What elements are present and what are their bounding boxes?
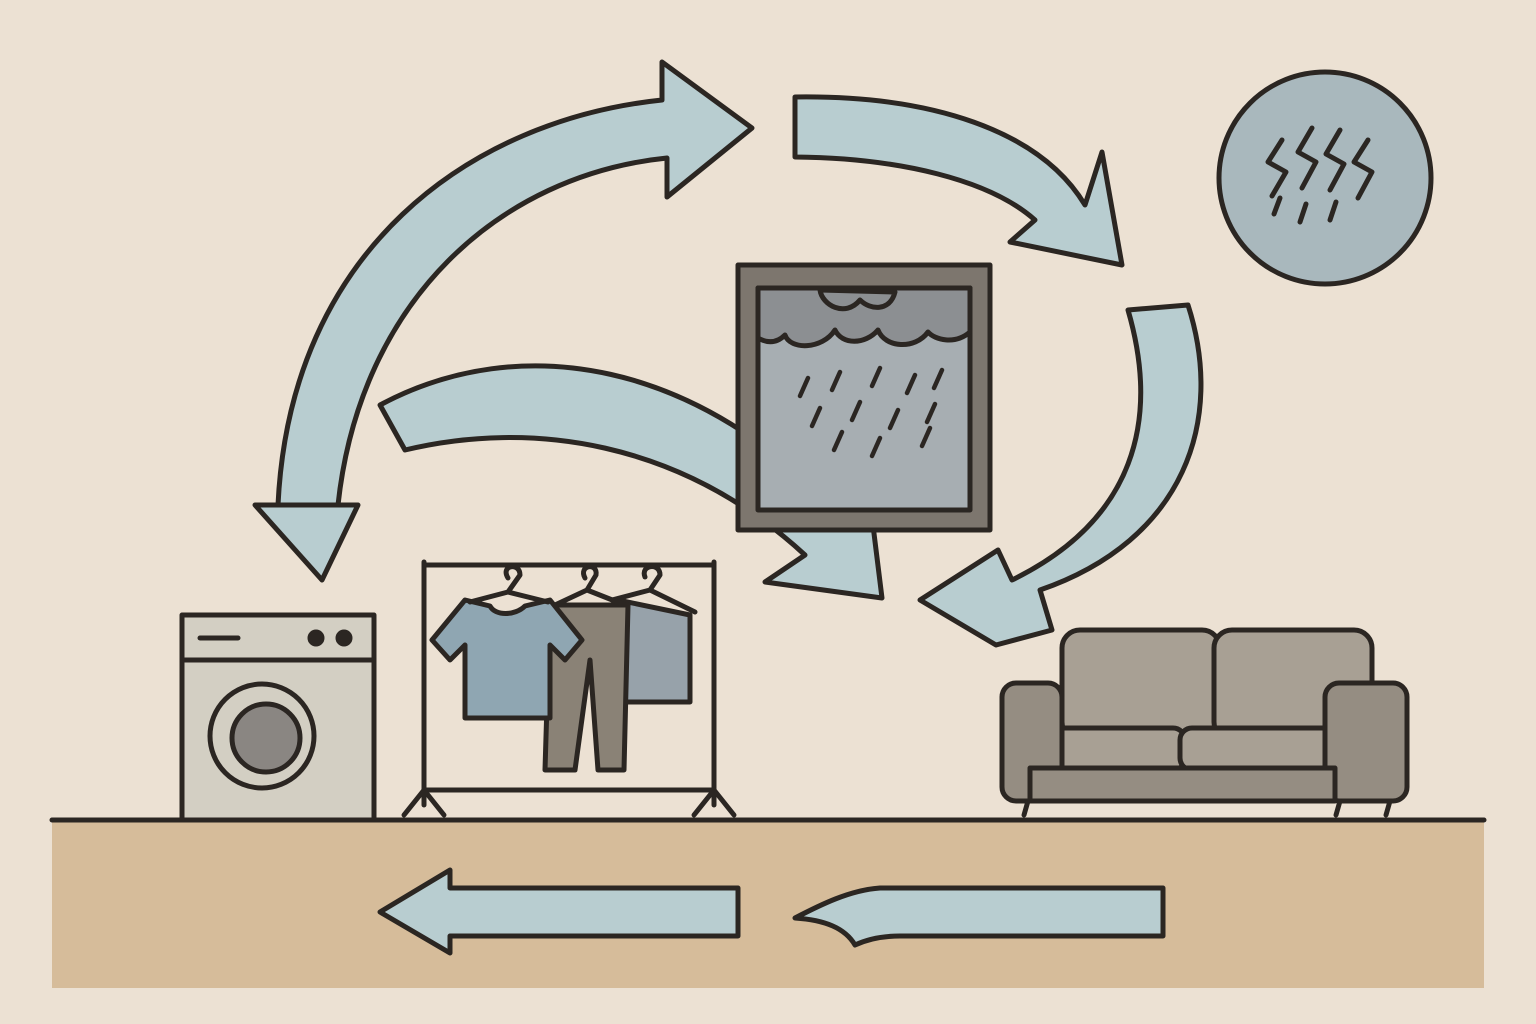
washing-machine-icon: [182, 615, 374, 820]
arrow-washer-to-top: [255, 505, 358, 580]
floor: [52, 820, 1484, 988]
clothes-rack-icon: [404, 562, 734, 815]
sofa-icon: [1002, 630, 1407, 815]
floor-arrow-right-segment: [795, 888, 1163, 945]
rainy-window-icon: [738, 265, 990, 530]
arrow-arc-top-right: [795, 97, 1122, 265]
steam-badge-icon: [1219, 72, 1431, 284]
